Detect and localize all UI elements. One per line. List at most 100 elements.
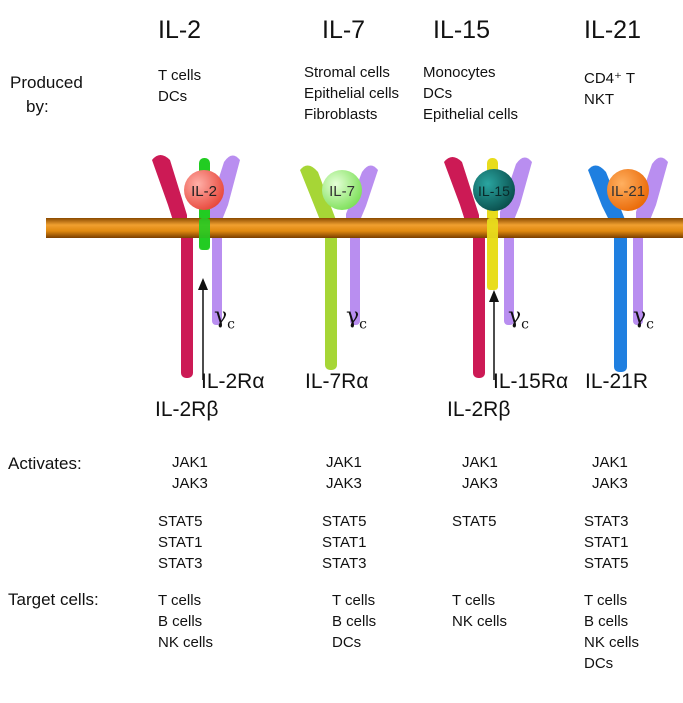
target-cell-item: B cells — [332, 613, 377, 630]
produced-by-il2: T cells DCs — [158, 65, 201, 107]
stat-item: STAT5 — [322, 513, 367, 530]
il15-receptor: IL-15 — [444, 157, 532, 380]
stat-item: STAT5 — [158, 513, 203, 530]
target-cell-item: NK cells — [452, 613, 508, 630]
il7r-alpha-stalk — [325, 230, 337, 370]
il7-receptor: IL-7 — [300, 165, 378, 370]
stat-item: STAT3 — [584, 513, 629, 530]
produced-by-item: Fibroblasts — [304, 106, 378, 123]
il2r-beta-stalk — [181, 230, 193, 378]
il15-gamma-chain — [500, 157, 532, 230]
produced-by-item: T cells — [158, 67, 202, 84]
label-il21r: IL-21R — [585, 370, 649, 393]
produced-by-il15: Monocytes DCs Epithelial cells — [423, 62, 518, 125]
target-cells-il21: T cells B cells NK cells DCs — [584, 590, 639, 674]
produced-by-il21: CD4⁺ T NKT — [584, 68, 635, 110]
il2r-beta-chain — [152, 155, 187, 230]
produced-by-item: Epithelial cells — [304, 85, 400, 102]
stat-item: STAT5 — [452, 513, 497, 530]
il15r-beta-stalk — [473, 230, 485, 378]
produced-by-item: Stromal cells — [304, 64, 390, 81]
target-cells-il15: T cells NK cells — [452, 590, 507, 632]
il15-arrow-head — [489, 290, 499, 302]
il15r-beta-chain — [444, 157, 479, 230]
stat-item: STAT1 — [158, 534, 203, 551]
stat-item: STAT3 — [158, 555, 203, 572]
cytokine-header-il2: IL-2 — [158, 16, 202, 44]
stats-il21: STAT3 STAT1 STAT5 — [584, 511, 628, 574]
row-label-by: by: — [26, 97, 49, 116]
row-label-activates: Activates: — [8, 454, 82, 473]
il2-gamma-chain — [208, 155, 240, 230]
produced-by-item: Monocytes — [423, 64, 496, 81]
il21r-stalk — [614, 230, 627, 372]
target-cell-item: B cells — [158, 613, 203, 630]
jak-item: JAK1 — [462, 454, 498, 471]
stat-item: STAT5 — [584, 555, 629, 572]
il21-gamma-stalk — [633, 230, 643, 325]
target-cell-item: T cells — [158, 592, 202, 609]
cell-membrane — [46, 218, 683, 238]
label-il2r-alpha: IL-2Rα — [201, 370, 265, 393]
gamma-c-label-il2: γc — [214, 304, 235, 333]
produced-by-item: DCs — [158, 88, 188, 105]
jaks-il21: JAK1 JAK3 — [592, 452, 628, 494]
jak-item: JAK3 — [326, 475, 362, 492]
il7-ligand-label: IL-7 — [329, 183, 355, 200]
target-cell-item: DCs — [332, 634, 362, 651]
stat-item: STAT1 — [322, 534, 367, 551]
il2-ligand-label: IL-2 — [191, 183, 217, 200]
target-cell-item: NK cells — [158, 634, 214, 651]
label-il2r-beta-2: IL-2Rβ — [447, 398, 511, 421]
target-cell-item: B cells — [584, 613, 629, 630]
cytokine-header-il7: IL-7 — [322, 16, 366, 44]
il15-gamma-stalk — [504, 230, 514, 325]
il21r-chain — [588, 165, 626, 230]
target-cell-item: T cells — [584, 592, 628, 609]
jak-item: JAK3 — [172, 475, 208, 492]
produced-by-item: NKT — [584, 91, 614, 108]
jak-item: JAK3 — [462, 475, 498, 492]
produced-by-il7: Stromal cells Epithelial cells Fibroblas… — [304, 62, 399, 125]
label-il7r-alpha: IL-7Rα — [305, 370, 369, 393]
jaks-il2: JAK1 JAK3 — [172, 452, 208, 494]
target-cells-il7: T cells B cells DCs — [332, 590, 376, 653]
label-il2r-beta-1: IL-2Rβ — [155, 398, 219, 421]
target-cells-il2: T cells B cells NK cells — [158, 590, 213, 653]
il15-ligand-label: IL-15 — [478, 183, 510, 199]
jak-item: JAK1 — [326, 454, 362, 471]
produced-by-item: DCs — [423, 85, 453, 102]
il2-gamma-stalk — [212, 230, 222, 325]
stats-il7: STAT5 STAT1 STAT3 — [322, 511, 366, 574]
il21-ligand-ball — [607, 169, 649, 211]
jak-item: JAK1 — [172, 454, 208, 471]
stat-item: STAT1 — [584, 534, 629, 551]
gamma-c-label-il21: γc — [633, 304, 654, 333]
label-il15r-alpha: IL-15Rα — [493, 370, 569, 393]
produced-by-item: Epithelial cells — [423, 106, 519, 123]
stats-il2: STAT5 STAT1 STAT3 — [158, 511, 202, 574]
cytokine-header-il15: IL-15 — [433, 16, 490, 44]
il7-gamma-chain — [346, 165, 378, 230]
target-cell-item: NK cells — [584, 634, 640, 651]
il2-ligand-ball — [184, 170, 224, 210]
jak-item: JAK3 — [592, 475, 628, 492]
il15-ligand-ball — [473, 169, 515, 211]
gamma-c-label-il7: γc — [346, 304, 367, 333]
gamma-c-label-il15: γc — [508, 304, 529, 333]
il7-gamma-stalk — [350, 230, 360, 325]
jaks-il7: JAK1 JAK3 — [326, 452, 362, 494]
il21-receptor: IL-21 — [588, 157, 668, 372]
il21-ligand-label: IL-21 — [611, 183, 645, 200]
produced-by-item: CD4⁺ T — [584, 70, 635, 87]
il7-ligand-ball — [322, 170, 362, 210]
il2-arrow-head — [198, 278, 208, 290]
target-cell-item: T cells — [452, 592, 496, 609]
target-cell-item: T cells — [332, 592, 376, 609]
target-cell-item: DCs — [584, 655, 614, 672]
jak-item: JAK1 — [592, 454, 628, 471]
stats-il15: STAT5 — [452, 511, 496, 532]
il2-receptor: IL-2 — [152, 155, 240, 380]
row-label-target-cells: Target cells: — [8, 590, 99, 609]
